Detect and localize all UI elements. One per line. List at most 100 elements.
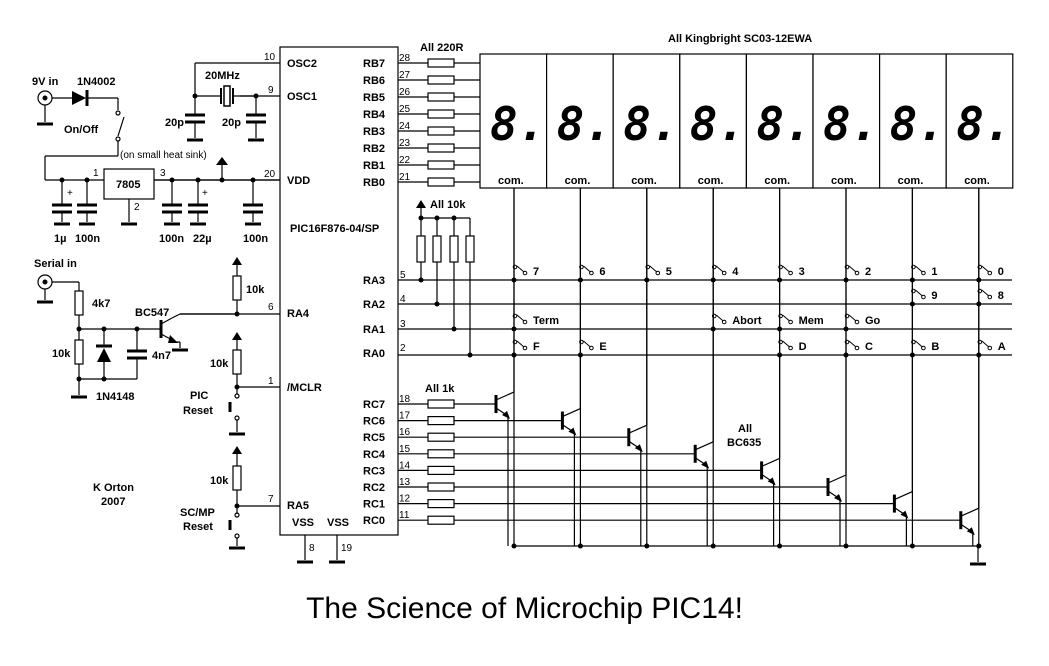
pin-number: 13 xyxy=(399,477,411,488)
key-label: F xyxy=(533,341,540,353)
svg-text:1: 1 xyxy=(268,376,274,387)
pin-rb1: RB122b xyxy=(363,155,489,173)
pin-number: 15 xyxy=(399,444,411,455)
chip-pin-ra5: 7 RA5 xyxy=(237,494,309,512)
svg-text:SC/MP: SC/MP xyxy=(180,507,215,519)
svg-text:RA2: RA2 xyxy=(363,299,385,311)
common-label: com. xyxy=(831,175,857,187)
key-switch-7: 7 xyxy=(511,264,539,283)
key-label: Term xyxy=(533,315,559,327)
display-title: All Kingbright SC03-12EWA xyxy=(668,33,812,45)
page-caption: The Science of Microchip PIC14! xyxy=(306,592,743,625)
scmp-reset-circuit: 10k SC/MP Reset xyxy=(180,446,245,550)
svg-text:100n: 100n xyxy=(243,233,268,245)
key-label: Mem xyxy=(799,315,824,327)
svg-text:RA4: RA4 xyxy=(287,308,310,320)
svg-text:9: 9 xyxy=(268,85,274,96)
svg-text:Reset: Reset xyxy=(183,521,213,533)
svg-text:Reset: Reset xyxy=(183,405,213,417)
common-label: com. xyxy=(498,175,524,187)
svg-text:/MCLR: /MCLR xyxy=(287,382,322,394)
key-switch-5: 5 xyxy=(644,264,672,283)
seven-segment-displays: 8.com.8.com.8.com.8.com.8.com.8.com.8.co… xyxy=(479,53,1014,549)
chip-pin-vss-19: VSS 19 xyxy=(327,517,353,564)
driver-rc4: RC4 15 xyxy=(363,188,714,546)
pic-reset-circuit: 10k PIC Reset xyxy=(183,332,245,436)
segment-resistor-label: All 220R xyxy=(420,42,463,54)
pin-number: 16 xyxy=(399,427,411,438)
key-label: 6 xyxy=(599,266,605,278)
digit-glyph: 8. xyxy=(956,97,1011,151)
svg-text:2: 2 xyxy=(134,202,140,213)
svg-text:20MHz: 20MHz xyxy=(205,70,240,82)
svg-text:28: 28 xyxy=(399,53,411,64)
pin-name: RC4 xyxy=(363,449,386,461)
pin-name: RC3 xyxy=(363,465,385,477)
svg-text:PIC: PIC xyxy=(190,390,208,402)
digit-glyph: 8. xyxy=(623,97,678,151)
svg-text:7805: 7805 xyxy=(116,179,140,191)
svg-text:RB6: RB6 xyxy=(363,75,385,87)
pin-name: RC2 xyxy=(363,482,385,494)
chip-pin-osc2: 10 OSC2 xyxy=(195,52,317,70)
chip-part-number: PIC16F876-04/SP xyxy=(290,223,379,235)
crystal-oscillator: 20MHz 20p 20p xyxy=(165,63,266,142)
pin-name: RC1 xyxy=(363,499,385,511)
svg-text:VSS: VSS xyxy=(292,517,314,529)
svg-text:(on small heat sink): (on small heat sink) xyxy=(120,150,207,161)
key-switch-3: 3 xyxy=(777,264,805,283)
svg-text:4: 4 xyxy=(400,294,406,305)
svg-text:24: 24 xyxy=(399,121,411,132)
display-digit-3: 8.com. xyxy=(679,53,747,549)
display-digit-4: 8.com. xyxy=(745,53,814,549)
svg-text:3: 3 xyxy=(400,319,406,330)
common-label: com. xyxy=(964,175,990,187)
svg-text:21: 21 xyxy=(399,172,411,183)
svg-text:100n: 100n xyxy=(159,233,184,245)
common-label: com. xyxy=(565,175,591,187)
svg-text:OSC1: OSC1 xyxy=(287,91,317,103)
supply-capacitors: + 1µ 100n 100n + 22µ 100n xyxy=(52,177,268,245)
svg-text:20p: 20p xyxy=(165,117,184,129)
key-switch-term: Term xyxy=(511,313,559,332)
key-label: C xyxy=(865,341,873,353)
chip-pin-vdd: 20 VDD xyxy=(45,169,310,187)
pin-name: RC7 xyxy=(363,399,385,411)
pin-ra2: RA2 4 xyxy=(363,294,1012,311)
key-label: 5 xyxy=(666,266,672,278)
display-digit-0: 8.com. xyxy=(479,53,548,549)
display-digit-2: 8. com. xyxy=(612,53,681,549)
svg-text:6: 6 xyxy=(268,302,274,313)
svg-text:4n7: 4n7 xyxy=(152,350,171,362)
common-label: com. xyxy=(631,175,657,187)
svg-text:RB4: RB4 xyxy=(363,109,386,121)
pin-number: 18 xyxy=(399,394,411,405)
key-label: D xyxy=(799,341,807,353)
digit-glyph: 8. xyxy=(557,97,612,151)
svg-text:OSC2: OSC2 xyxy=(287,58,317,70)
pin-name: RC5 xyxy=(363,432,385,444)
key-label: 7 xyxy=(533,266,539,278)
key-label: 0 xyxy=(998,266,1004,278)
svg-text:VDD: VDD xyxy=(287,175,310,187)
svg-text:26: 26 xyxy=(399,87,411,98)
key-label: 8 xyxy=(998,290,1004,302)
common-label: com. xyxy=(764,175,790,187)
svg-text:+: + xyxy=(202,188,208,199)
voltage-regulator: 7805 1 3 2 xyxy=(93,157,280,226)
digit-glyph: 8. xyxy=(890,97,945,151)
author-name: K Orton xyxy=(93,482,134,494)
svg-text:22µ: 22µ xyxy=(193,233,212,245)
pin-name: RC6 xyxy=(363,416,385,428)
svg-text:8: 8 xyxy=(309,543,315,554)
svg-text:27: 27 xyxy=(399,70,411,81)
svg-text:VSS: VSS xyxy=(327,517,349,529)
serial-input-circuit: Serial in 4k7 10k 4n7 1N4148 BC547 xyxy=(34,258,240,403)
svg-text:2: 2 xyxy=(400,343,406,354)
key-switch-1: 1 xyxy=(909,264,938,283)
